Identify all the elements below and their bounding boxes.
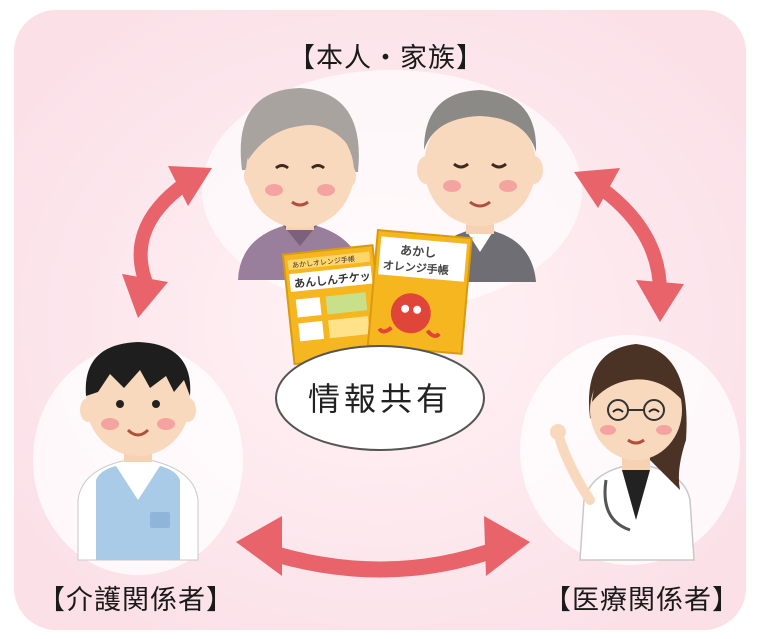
- orange-notebook-icon: あかしオレンジ手帳 あんしんチケッ あかし オレンジ手帳: [281, 228, 473, 366]
- notebook-back: あかしオレンジ手帳 あんしんチケッ: [281, 244, 386, 366]
- arrow-care-medical: [236, 516, 530, 578]
- doctor-illustration: [550, 344, 695, 561]
- caregiver-illustration: [77, 342, 199, 561]
- notebook-front: あかし オレンジ手帳: [366, 228, 473, 355]
- medical-label: 【医療関係者】: [544, 585, 740, 616]
- arrow-family-medical: [574, 168, 684, 322]
- grandfather-illustration: [417, 90, 543, 282]
- notebook-front-title-2: オレンジ手帳: [382, 258, 449, 278]
- notebook-front-title-1: あかし: [400, 243, 437, 260]
- arrows: [122, 166, 684, 578]
- arrow-family-care: [122, 166, 212, 318]
- info-sharing-text: 情報共有: [307, 380, 452, 418]
- family-label: 【本人・家族】: [288, 43, 484, 74]
- grandmother-illustration: [238, 88, 364, 280]
- care-label: 【介護関係者】: [38, 585, 234, 616]
- center-bubble: [275, 345, 485, 451]
